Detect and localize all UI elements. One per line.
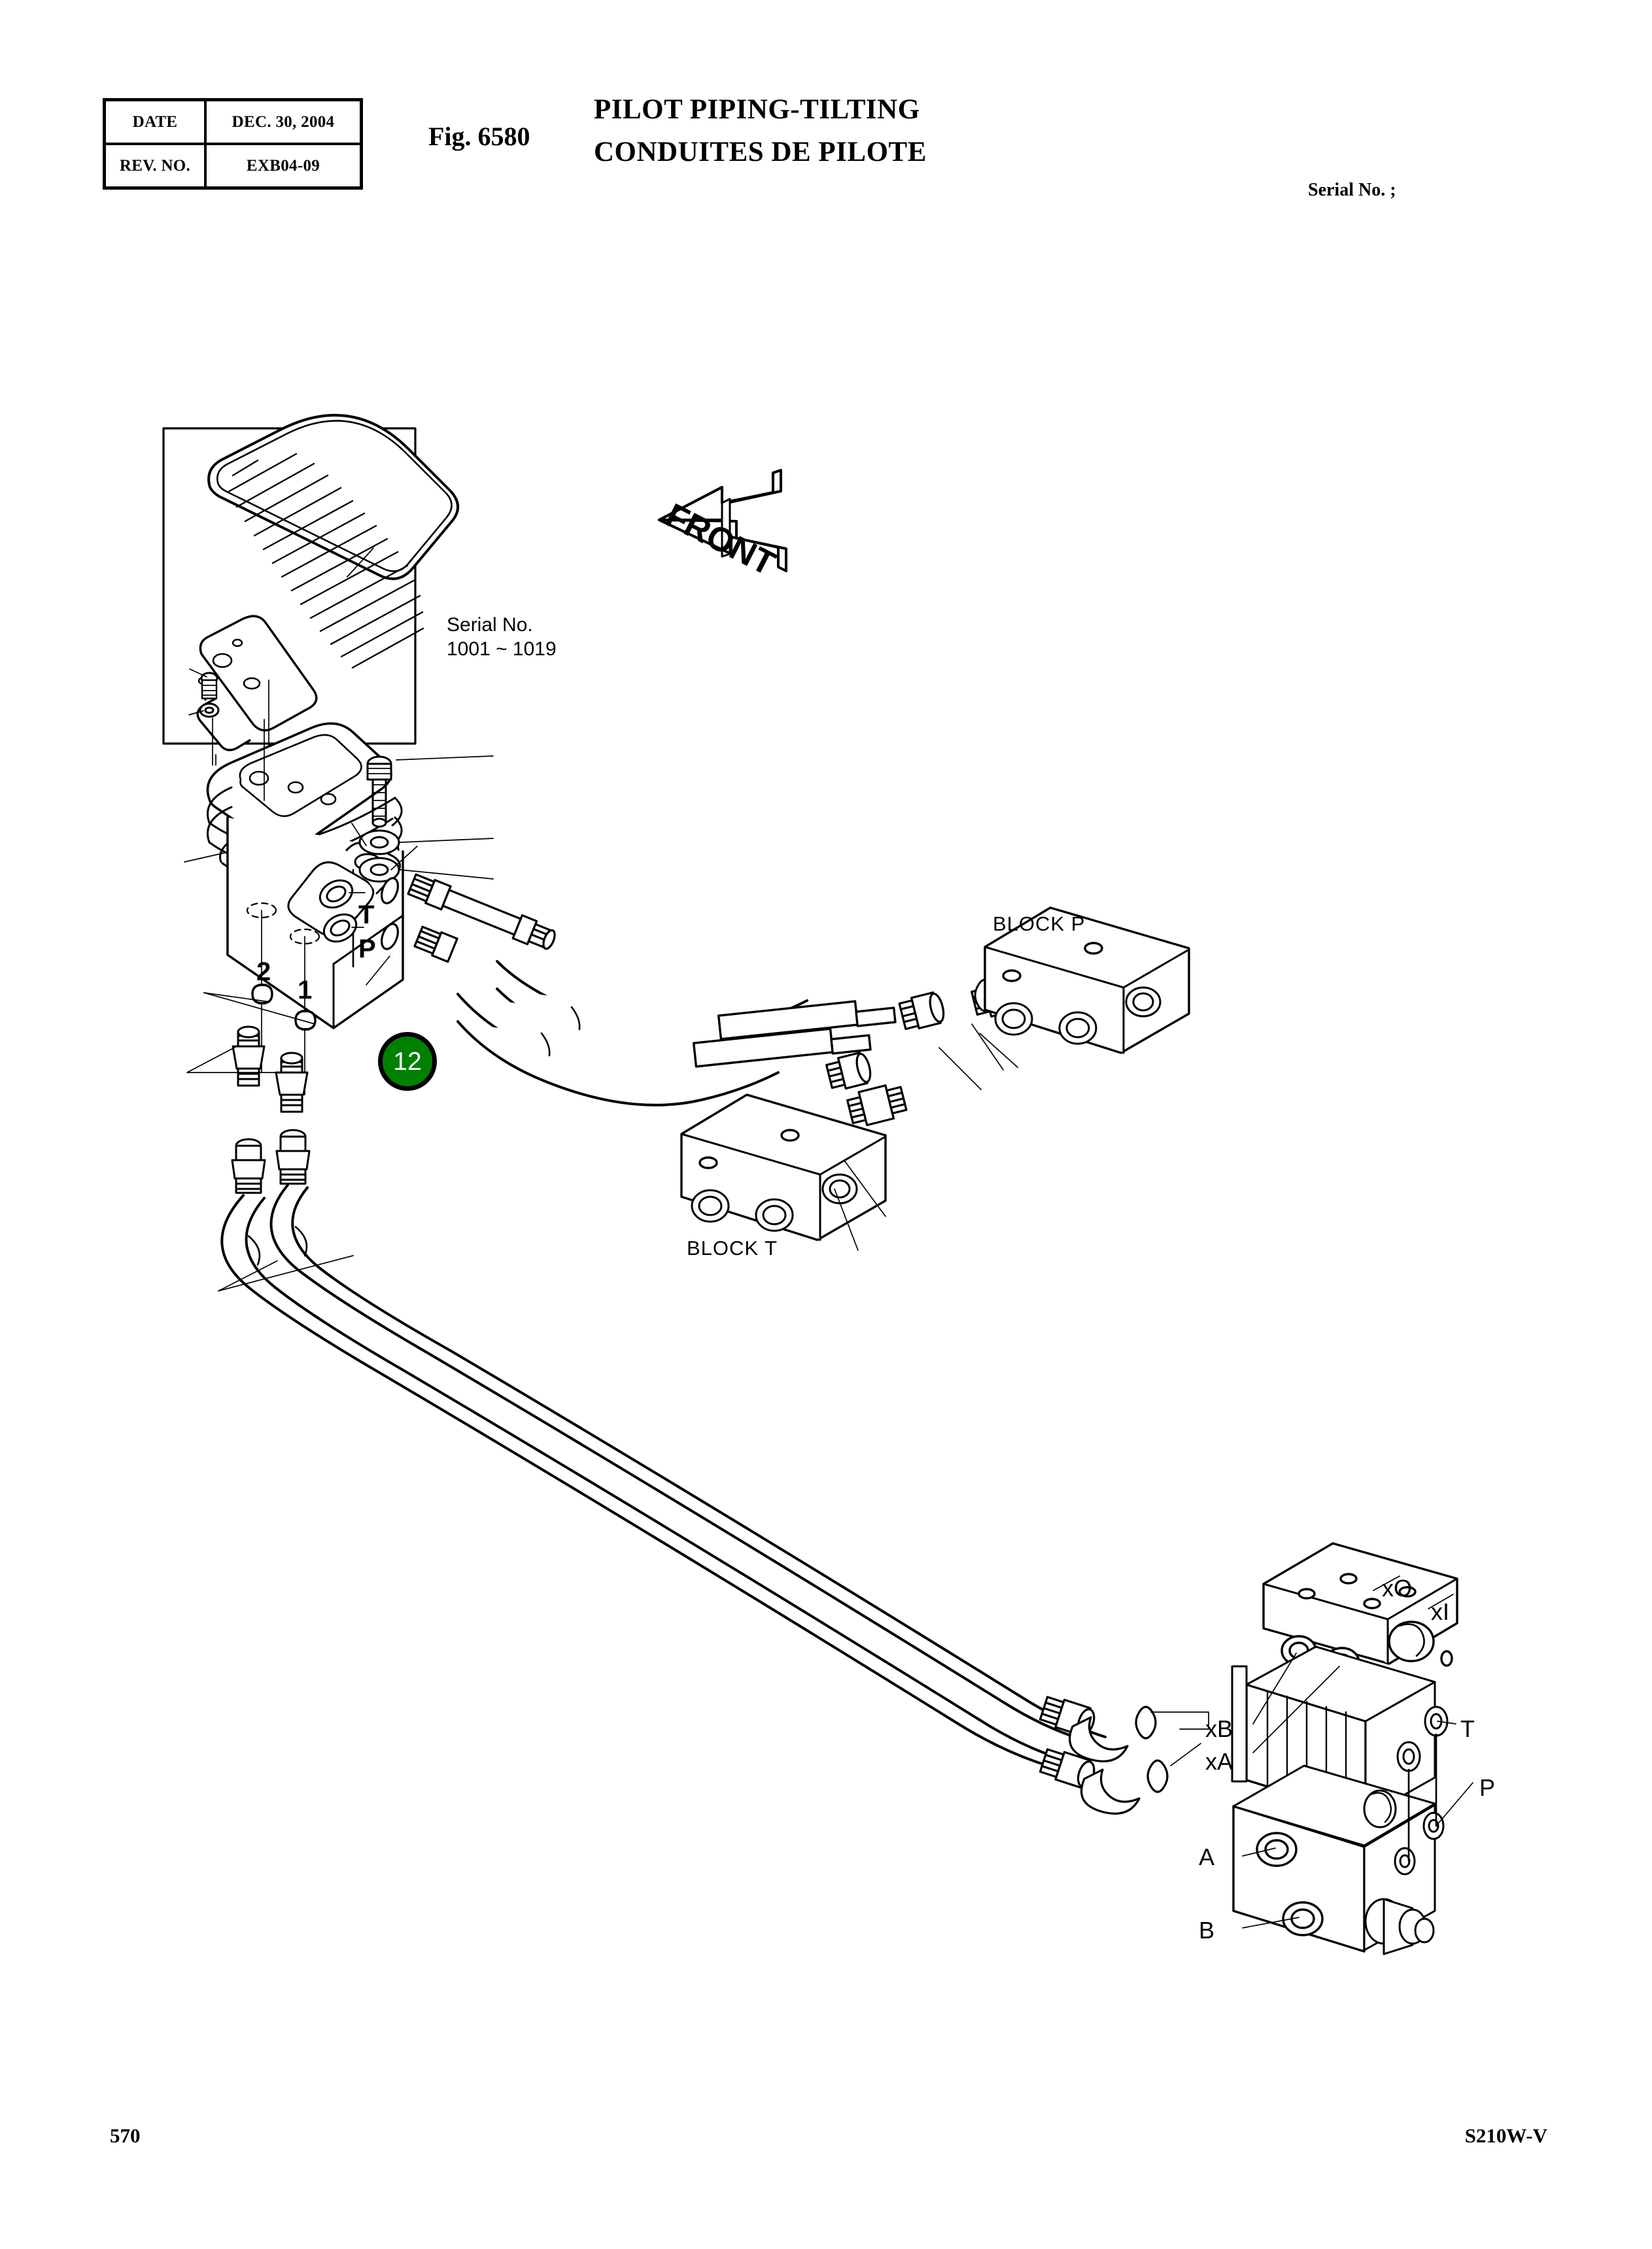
inset-serial-line1: Serial No.: [447, 614, 533, 636]
model-designation: S210W-V: [1464, 2124, 1547, 2147]
tube-assembly-upper: [407, 873, 556, 963]
valve-bolt-and-washers: [358, 755, 400, 883]
pedal-fastener: [199, 672, 220, 718]
port-label-T-valve: T: [1460, 1715, 1475, 1742]
rev-no-value-cell: EXB04-09: [207, 145, 360, 186]
rev-no-value: EXB04-09: [246, 156, 320, 175]
block-p-label: BLOCK P: [993, 912, 1086, 935]
port-label-T-pedal: T: [358, 901, 375, 929]
port-label-P-valve: P: [1479, 1774, 1496, 1801]
item-callout-2: 2: [256, 957, 271, 986]
port-label-xA: xA: [1205, 1748, 1233, 1775]
front-direction-arrow: FRONT: [658, 469, 787, 583]
block-t-label: BLOCK T: [687, 1237, 778, 1260]
tube-assembly-mid: [692, 1000, 897, 1068]
port-label-P-pedal: P: [358, 935, 376, 963]
pedal-ribs: [227, 453, 424, 669]
figure-number: Fig. 6580: [428, 122, 530, 151]
rev-no-label: REV. NO.: [119, 156, 191, 175]
block-p-manifold: [984, 906, 1190, 1054]
page-title-french: CONDUITES DE PILOTE: [594, 137, 927, 167]
hose-end-fittings-left: [231, 1129, 311, 1194]
date-value: DEC. 30, 2004: [232, 112, 335, 131]
inset-serial-note: Serial No. 1001 ~ 1019: [447, 613, 557, 661]
retaining-rings: [251, 984, 317, 1031]
port-label-xO: xO: [1382, 1575, 1413, 1602]
date-value-cell: DEC. 30, 2004: [207, 101, 360, 143]
date-label-cell: DATE: [106, 101, 207, 143]
long-pilot-hoses: [220, 1184, 1107, 1767]
control-valve-leaders: [1150, 1575, 1473, 1929]
header-info-table: DATE DEC. 30, 2004 REV. NO. EXB04-09: [103, 98, 363, 190]
oring-and-adapters: [381, 877, 399, 950]
date-label: DATE: [132, 112, 178, 131]
port-label-xB: xB: [1205, 1715, 1233, 1742]
serial-number-header: Serial No. ;: [1308, 180, 1396, 200]
pedal-valve-assembly: [206, 722, 404, 1029]
part-balloon-number: 12: [393, 1047, 422, 1076]
block-t-manifold: [680, 1093, 887, 1241]
hose-elbow-fittings-right: [1039, 1696, 1169, 1815]
port-label-A: A: [1199, 1844, 1215, 1870]
port-label-xI: xI: [1431, 1598, 1450, 1625]
port-label-B: B: [1199, 1917, 1215, 1944]
inset-serial-line2: 1001 ~ 1019: [447, 638, 557, 660]
table-row: DATE DEC. 30, 2004: [106, 101, 360, 145]
table-row: REV. NO. EXB04-09: [106, 145, 360, 186]
item-callout-1: 1: [298, 976, 313, 1004]
foot-pedal: [207, 413, 459, 581]
rev-no-label-cell: REV. NO.: [106, 145, 207, 186]
pedal-inset-box: [162, 413, 459, 766]
page-title-english: PILOT PIPING-TILTING: [594, 94, 920, 125]
union-fittings-left: [232, 1025, 309, 1113]
control-valve-assembly: [1231, 1542, 1458, 1955]
part-balloon-12[interactable]: 12: [378, 1032, 437, 1091]
page-number: 570: [110, 2124, 141, 2147]
